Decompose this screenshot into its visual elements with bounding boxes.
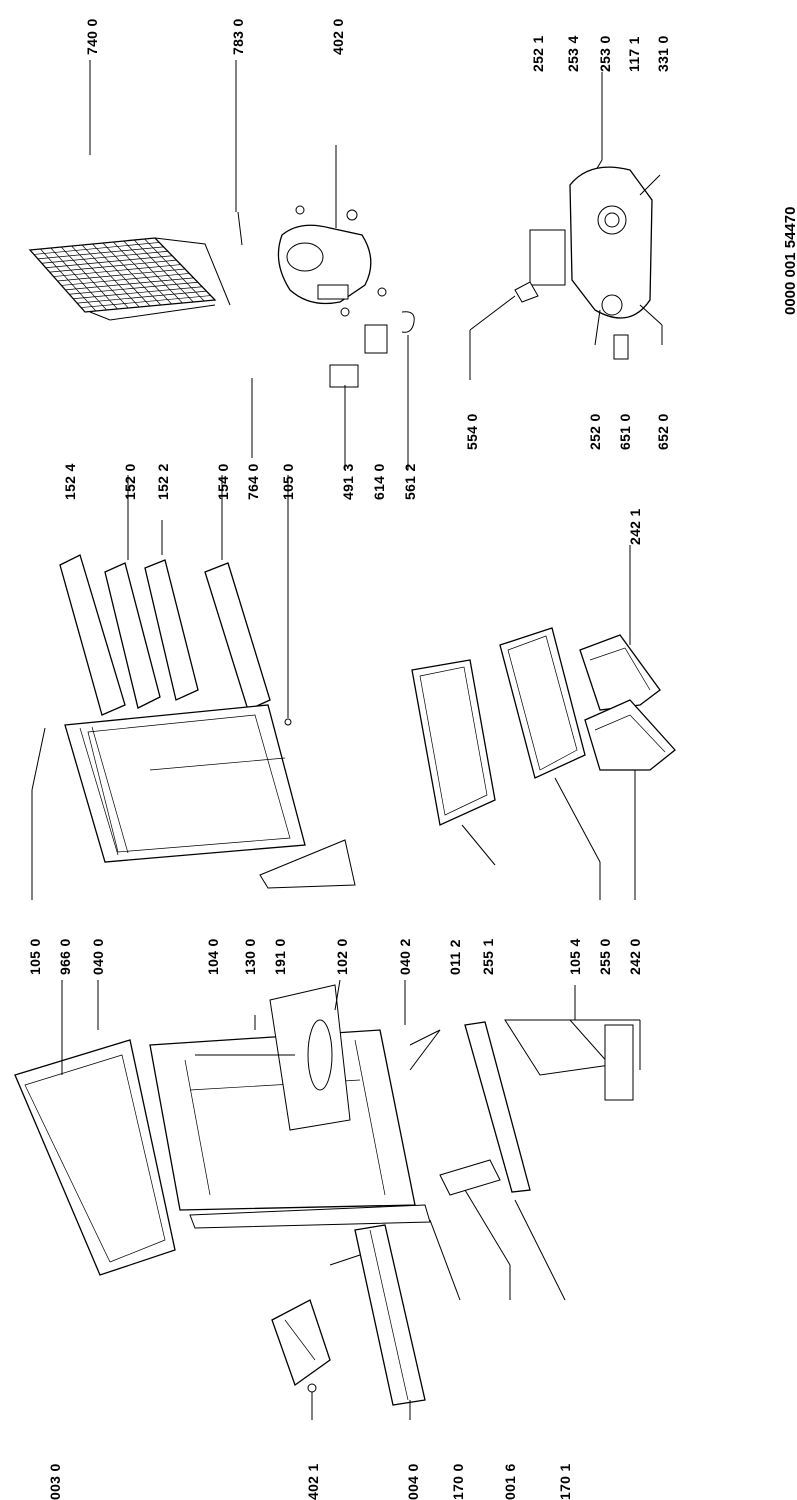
- part-labels: 740 0 783 0 402 0 252 1 253 4 253 0 117 1 331 0…: [27, 18, 671, 1500]
- part-label: 242 0: [627, 938, 643, 975]
- part-label: 253 4: [565, 35, 581, 72]
- part-label: 255 1: [480, 938, 496, 975]
- part-label: 252 0: [587, 413, 603, 450]
- part-label: 614 0: [371, 463, 387, 500]
- part-label: 651 0: [617, 413, 633, 450]
- part-label: 242 1: [627, 508, 643, 545]
- part-label: 102 0: [334, 938, 350, 975]
- part-label: 491 3: [340, 463, 356, 500]
- part-label: 011 2: [447, 939, 463, 975]
- part-label: 764 0: [245, 463, 261, 500]
- drawing-reference-number: 0000 001 54470: [782, 207, 797, 315]
- part-label: 004 0: [405, 1463, 421, 1500]
- part-label: 104 0: [205, 938, 221, 975]
- part-label: 402 0: [330, 18, 346, 55]
- leader-lines-top: [89, 60, 603, 246]
- glass-shelves: [411, 627, 601, 900]
- part-label: 255 0: [597, 938, 613, 975]
- part-label: 191 0: [272, 938, 288, 975]
- part-label: 331 0: [655, 35, 671, 72]
- part-label: 154 0: [215, 463, 231, 500]
- crisper-drawers: [579, 545, 676, 900]
- compressor-part: [277, 205, 387, 317]
- part-label: 105 4: [567, 938, 583, 975]
- part-label: 561 2: [402, 463, 418, 500]
- part-label: 152 2: [155, 463, 171, 500]
- part-label: 105 0: [280, 463, 296, 500]
- part-label: 402 1: [305, 1463, 321, 1500]
- lower-parts: [271, 1224, 426, 1420]
- part-label: 170 0: [450, 1463, 466, 1500]
- part-label: 105 0: [27, 938, 43, 975]
- part-label: 003 0: [47, 1463, 63, 1500]
- part-label: 966 0: [57, 938, 73, 975]
- relay-parts: [329, 311, 415, 470]
- part-label: 152 4: [62, 463, 78, 500]
- part-label: 170 1: [557, 1463, 573, 1500]
- part-label: 253 0: [597, 35, 613, 72]
- bottom-rails: [409, 985, 641, 1301]
- part-label: 152 0: [122, 463, 138, 500]
- door-shelves: [59, 378, 292, 726]
- part-label: 001 6: [502, 1463, 518, 1500]
- part-label: 652 0: [655, 413, 671, 450]
- cabinet-body: [14, 984, 431, 1276]
- leader-lines-middle: [61, 979, 406, 1075]
- inner-door-panel: [31, 704, 356, 900]
- part-label: 040 2: [397, 938, 413, 975]
- part-label: 740 0: [84, 18, 100, 55]
- part-label: 554 0: [464, 413, 480, 450]
- part-label: 130 0: [242, 938, 258, 975]
- part-label: 040 0: [90, 938, 106, 975]
- fan-motor-assembly: [469, 166, 663, 380]
- condenser-part: [28, 237, 231, 321]
- part-label: 783 0: [230, 18, 246, 55]
- part-label: 117 1: [626, 36, 642, 72]
- part-label: 252 1: [530, 35, 546, 72]
